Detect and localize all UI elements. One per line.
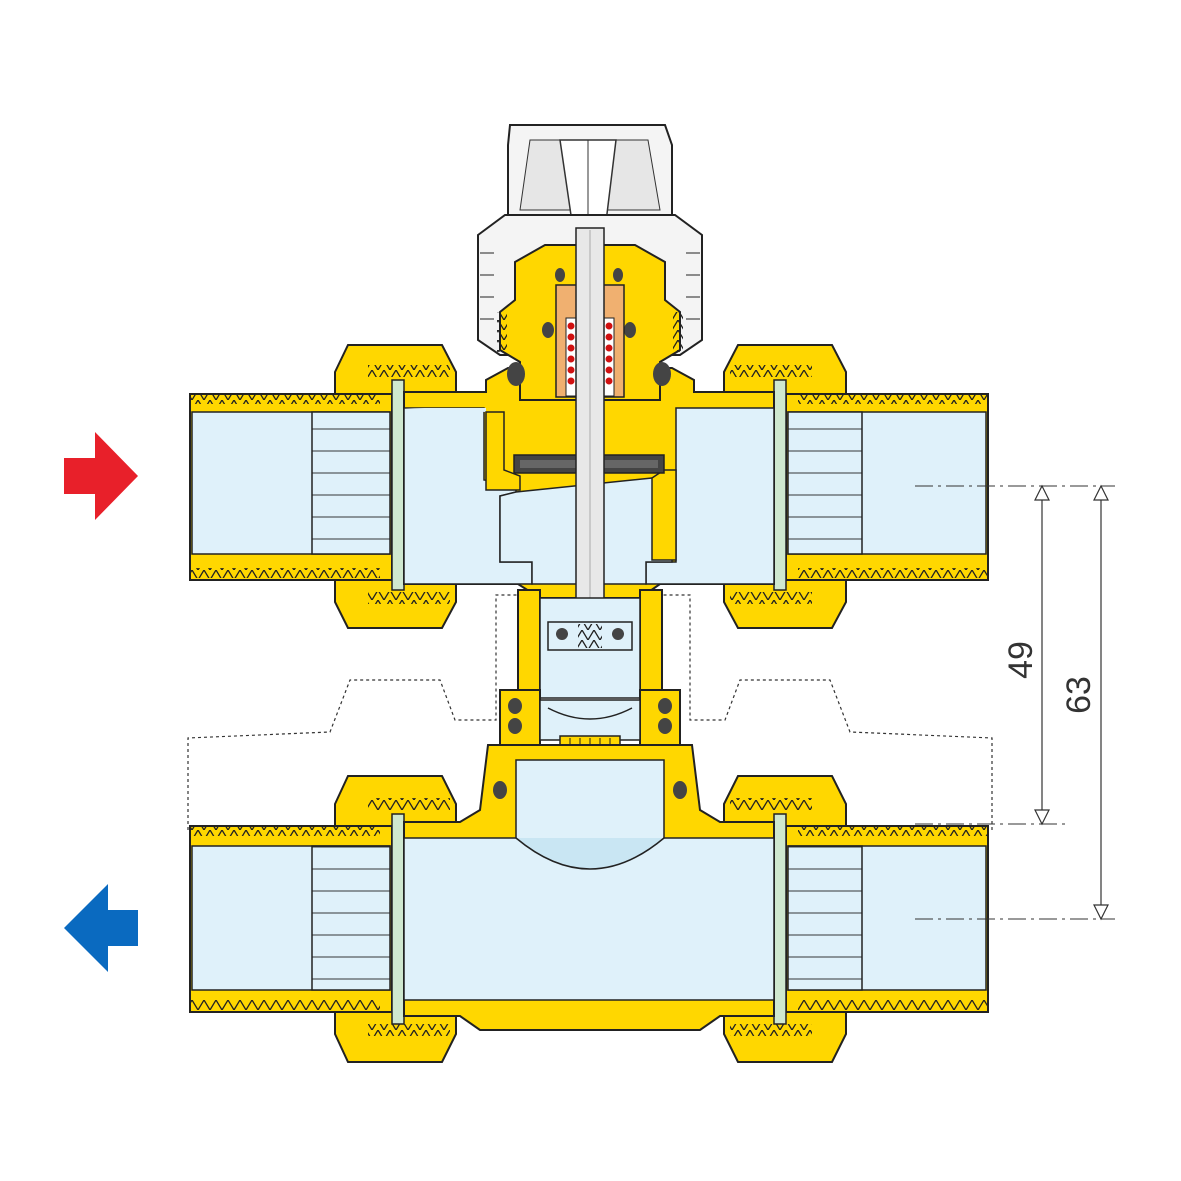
- outlet-arrow: [64, 884, 138, 972]
- bonnet-o-ring-left: [507, 362, 525, 386]
- lower-right-gasket: [773, 813, 787, 1025]
- arrow-left-icon: [64, 884, 138, 972]
- spring: [567, 322, 613, 385]
- bonnet-o-ring-right: [653, 362, 671, 386]
- valve-head: [477, 124, 703, 649]
- dimension-inner: 49: [1002, 484, 1050, 826]
- upper-right-gasket: [773, 379, 787, 591]
- center-neck: [499, 589, 681, 757]
- upper-left-gasket: [391, 379, 405, 591]
- ghost-outline: [187, 594, 993, 830]
- arrow-right-icon: [64, 432, 138, 520]
- inlet-arrow: [64, 432, 138, 520]
- dimension-outer: 63: [1060, 484, 1109, 921]
- center-lines: [915, 485, 1115, 920]
- lower-left-gasket: [391, 813, 405, 1025]
- dimension-label-63: 63: [1060, 676, 1098, 714]
- dimension-label-49: 49: [1002, 641, 1040, 679]
- lower-pipe-assembly: [189, 744, 989, 1063]
